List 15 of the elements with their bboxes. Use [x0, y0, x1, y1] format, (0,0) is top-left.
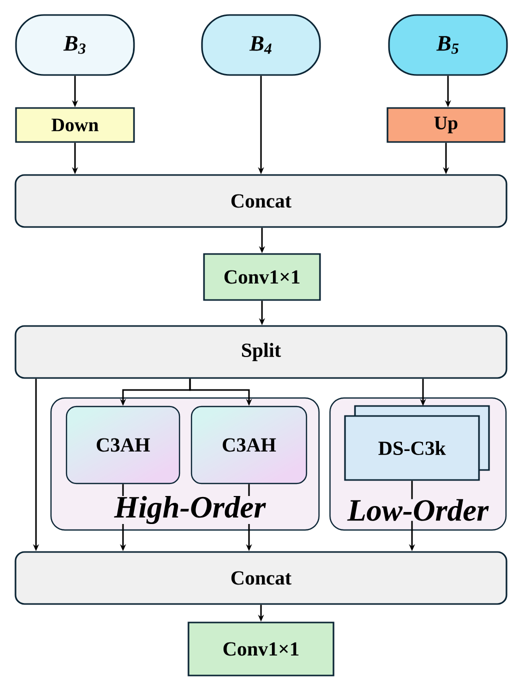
group-label: Low-Order: [347, 499, 489, 521]
module-box: C3AH: [190, 406, 308, 484]
process-bar: Split: [14, 325, 508, 379]
input-pill: B$_{4}$: [201, 14, 321, 76]
group-label: High-Order: [114, 496, 266, 524]
process-box: Down: [15, 107, 135, 143]
process-bar: Concat: [14, 551, 508, 605]
process-box: Up: [386, 107, 506, 143]
input-pill: B$_{3}$: [15, 14, 135, 76]
stacked-module-box: DS-C3k: [344, 405, 490, 481]
process-box: Conv1×1: [188, 622, 334, 676]
module-box: C3AH: [66, 406, 180, 484]
process-bar: Concat: [14, 174, 508, 228]
input-pill: B$_{5}$: [388, 14, 508, 76]
process-box: Conv1×1: [203, 253, 321, 301]
